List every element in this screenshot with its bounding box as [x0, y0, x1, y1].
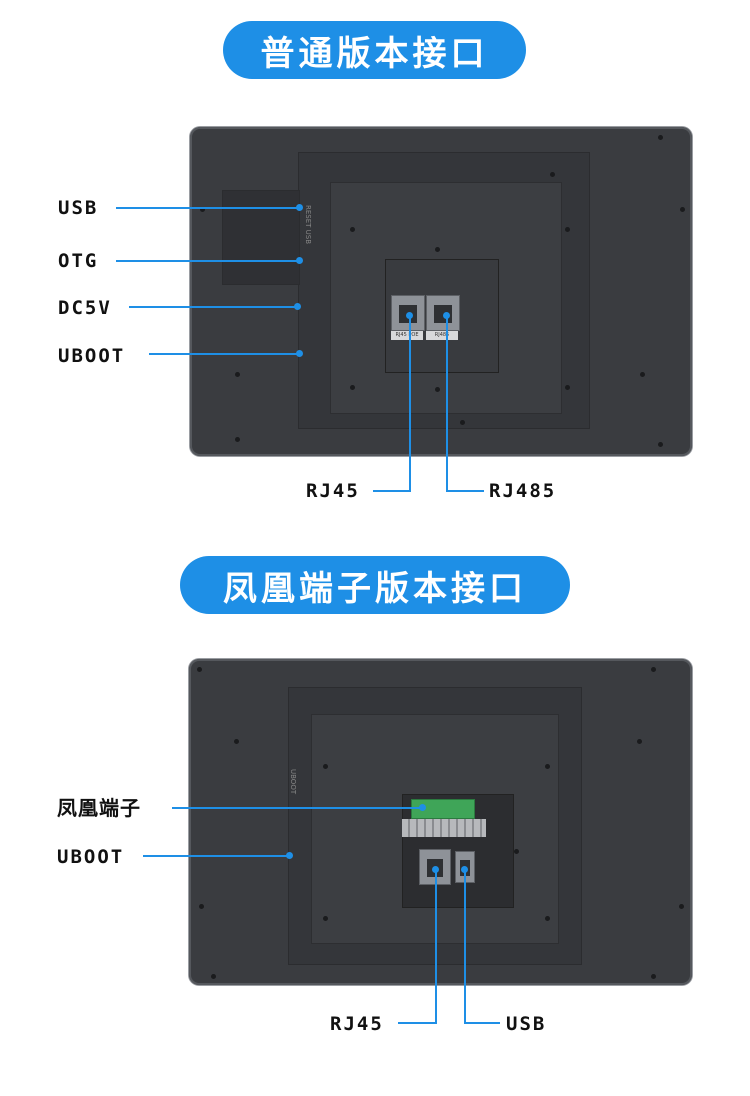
dc5v-label: DC5V [58, 297, 112, 319]
rj485-tag: RJ485 [426, 331, 458, 340]
rj45-poe-tag: RJ45 POE [391, 331, 423, 340]
usb-side-text: RESET USB [304, 205, 312, 245]
phoenix-terminal [411, 799, 475, 819]
phoenix-label: 凤凰端子 [57, 796, 141, 820]
section2-title: 凤凰端子版本接口 [180, 556, 570, 614]
rj45-label: RJ45 [306, 480, 360, 502]
otg-label: OTG [58, 250, 99, 272]
uboot-label-2: UBOOT [57, 846, 125, 868]
rj485-label: RJ485 [489, 480, 557, 502]
section1-title: 普通版本接口 [223, 21, 526, 79]
phoenix-device-back: UBOOT [189, 659, 692, 985]
terminal-pins [402, 819, 486, 837]
usb-label: USB [58, 197, 99, 219]
side-panel [222, 190, 300, 285]
standard-device-back: RJ45 POE RJ485 RESET USB [190, 127, 692, 456]
usb-label-2: USB [506, 1013, 547, 1035]
uboot-label: UBOOT [58, 345, 126, 367]
uboot-side-text: UBOOT [289, 769, 297, 795]
rj45-label-2: RJ45 [330, 1013, 384, 1035]
